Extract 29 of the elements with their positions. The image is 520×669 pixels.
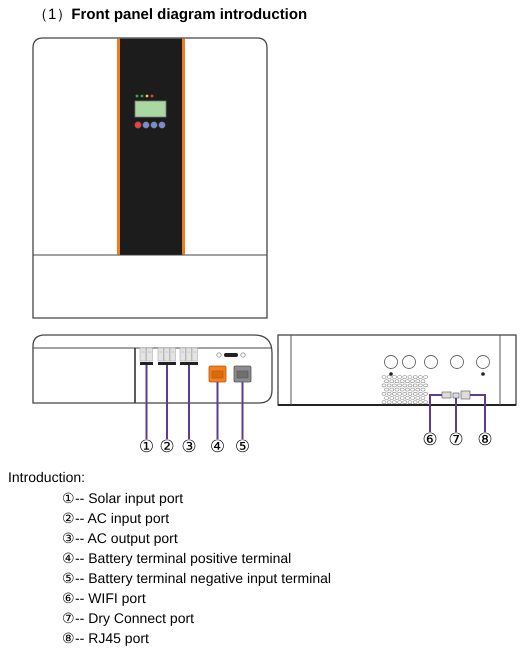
section-heading: （1）Front panel diagram introduction: [33, 6, 308, 24]
callout-number: ⑤: [234, 439, 250, 456]
key-entry: ⑤-- Battery terminal negative input terminal: [62, 570, 331, 587]
leader-line: [242, 382, 244, 439]
callout-number: ⑥: [422, 432, 438, 449]
key-entry: ①-- Solar input port: [62, 490, 184, 507]
key-entry: ④-- Battery terminal positive terminal: [62, 550, 292, 567]
callout-number: ②: [159, 439, 175, 456]
leader-line: [216, 382, 218, 439]
leader-line: [455, 398, 457, 432]
leader-line: [188, 365, 190, 439]
terminal-block: [140, 348, 153, 365]
battery-terminal: [234, 366, 252, 382]
leader-line: [146, 365, 148, 439]
key-entry: ⑥-- WIFI port: [62, 590, 146, 607]
leader-line: [166, 365, 168, 439]
key-entry: ③-- AC output port: [62, 530, 178, 547]
key-entry: ⑧-- RJ45 port: [62, 630, 149, 647]
key-entry: ②-- AC input port: [62, 510, 170, 527]
key-entry: ⑦-- Dry Connect port: [62, 610, 194, 627]
subheading: Introduction:: [8, 469, 86, 486]
battery-terminal: [208, 366, 226, 382]
callout-number: ④: [210, 439, 226, 456]
callout-number: ③: [181, 439, 197, 456]
terminal-block: [180, 348, 198, 365]
callout-number: ⑦: [448, 432, 464, 449]
terminal-block: [158, 348, 176, 365]
callout-number: ⑧: [477, 432, 493, 449]
callout-number: ①: [138, 439, 154, 456]
